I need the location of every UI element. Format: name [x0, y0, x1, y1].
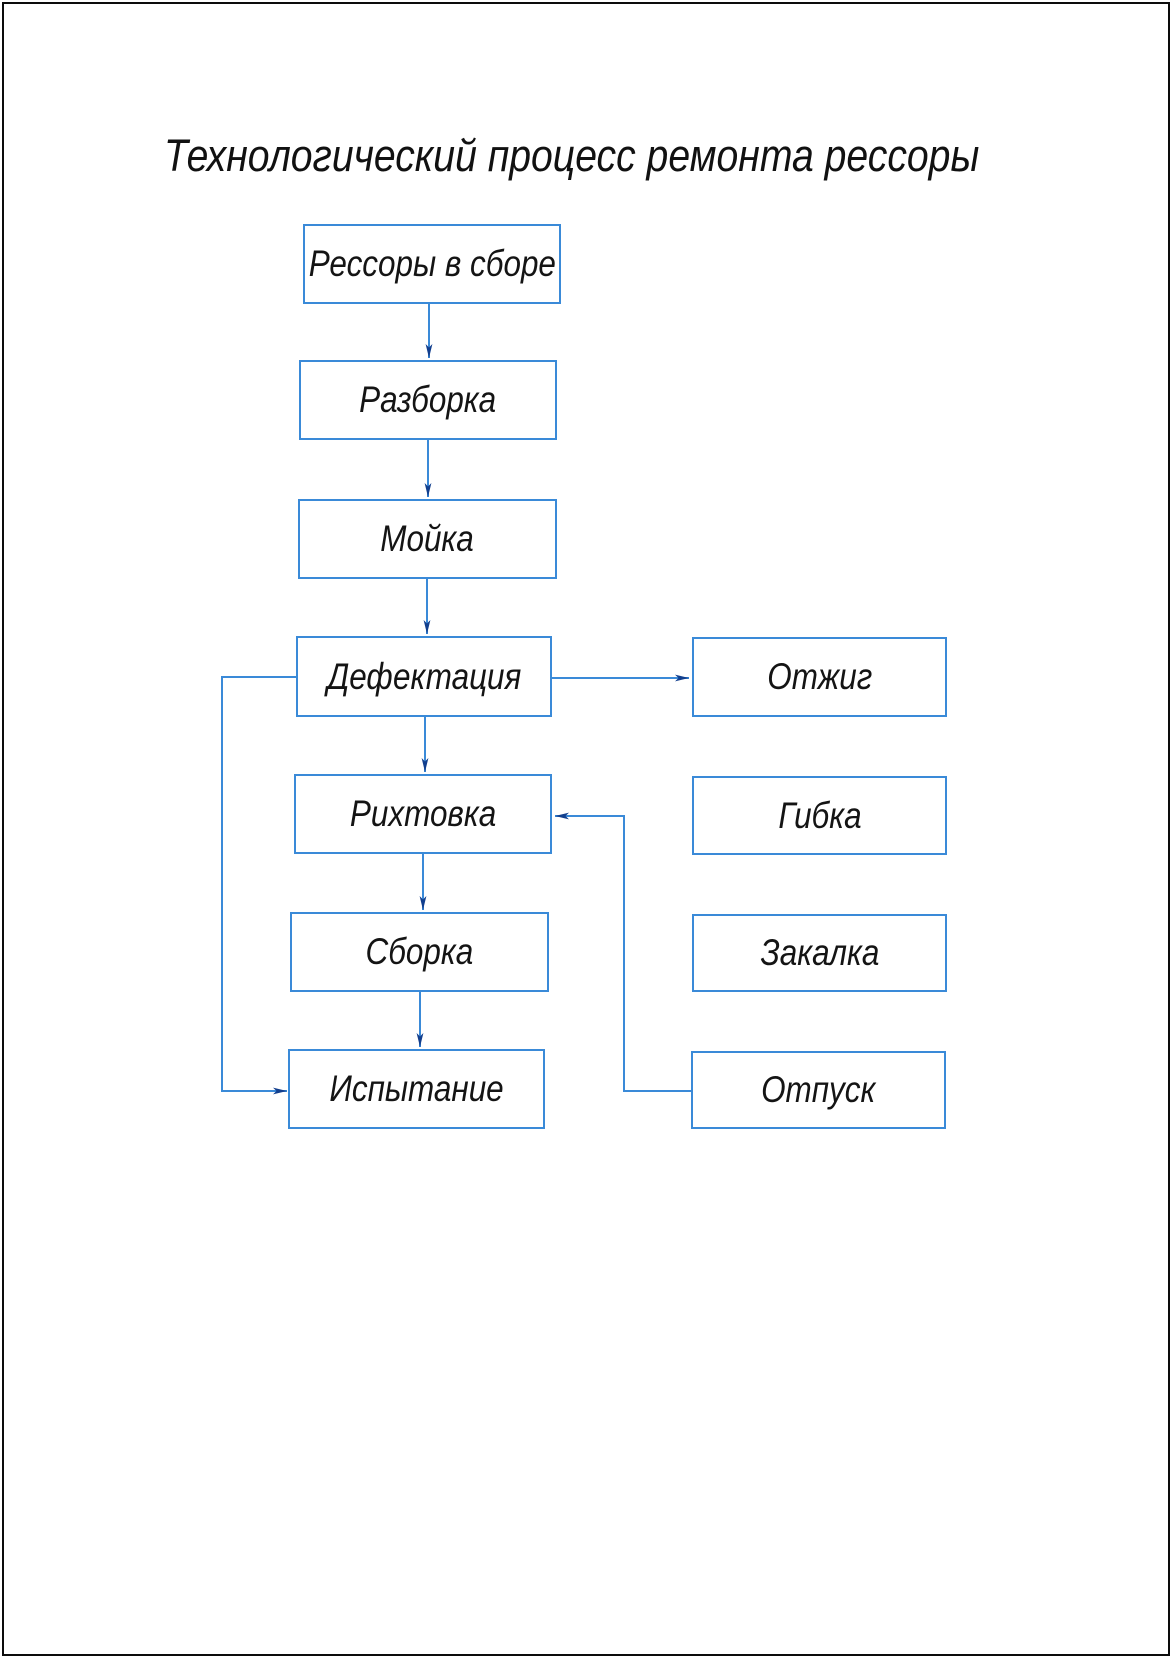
node-annealing: Отжиг	[692, 637, 947, 717]
node-label: Закалка	[760, 932, 879, 973]
node-label: Сборка	[365, 931, 474, 972]
node-label: Разборка	[359, 379, 497, 420]
node-straightening: Рихтовка	[294, 774, 552, 854]
arrow-tempering-to-straightening	[555, 812, 691, 1092]
node-label: Дефектация	[326, 655, 522, 697]
node-defect-inspection: Дефектация	[296, 636, 552, 717]
flow-connectors	[221, 302, 691, 1095]
node-label: Отпуск	[761, 1069, 876, 1110]
arrow-inspection-to-testing	[221, 676, 298, 1095]
diagram-title: Технологический процесс ремонта рессоры	[164, 130, 980, 181]
node-assembly: Сборка	[290, 912, 549, 992]
node-disassembly: Разборка	[299, 360, 557, 440]
node-label: Гибка	[777, 794, 862, 836]
node-label: Отжиг	[767, 656, 872, 697]
node-tempering: Отпуск	[691, 1051, 946, 1129]
node-bending: Гибка	[692, 776, 947, 855]
node-springs-assembled: Рессоры в сборе	[303, 224, 561, 304]
node-label: Рессоры в сборе	[308, 243, 556, 284]
node-label: Рихтовка	[349, 793, 497, 834]
node-washing: Мойка	[298, 499, 557, 579]
node-hardening: Закалка	[692, 914, 947, 992]
node-testing: Испытание	[288, 1049, 545, 1129]
node-label: Испытание	[329, 1068, 504, 1109]
node-label: Мойка	[380, 518, 475, 559]
